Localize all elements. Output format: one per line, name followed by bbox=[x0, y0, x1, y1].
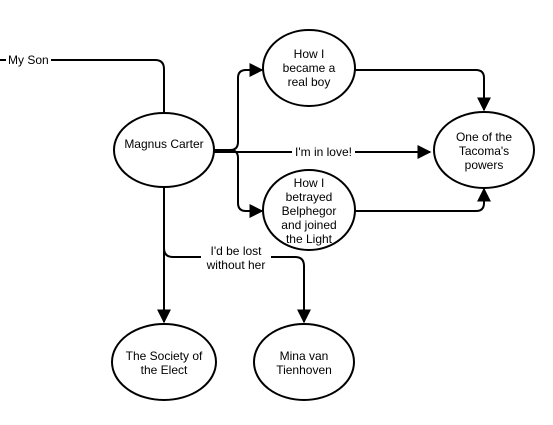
node-betrayed[interactable] bbox=[262, 169, 356, 251]
node-tacoma-line-2: Tacoma's bbox=[458, 144, 510, 158]
edge-label-my-son: My Son bbox=[6, 53, 51, 67]
node-magnus-label-text: Magnus Carter bbox=[124, 137, 204, 151]
edge-label-lost-line-1: I'd be lost bbox=[210, 244, 262, 258]
node-real-boy-line-3: real boy bbox=[287, 75, 331, 89]
edge-magnus-realboy bbox=[213, 63, 264, 151]
node-mina[interactable] bbox=[253, 323, 355, 401]
node-betrayed-line-5: the Light bbox=[285, 232, 333, 246]
node-real-boy-label: How I became a real boy bbox=[263, 47, 355, 89]
node-betrayed-label: How I betrayed Belphegor and joined the … bbox=[263, 176, 355, 246]
edge-label-lost: I'd be lost without her bbox=[201, 244, 271, 272]
node-betrayed-line-3: Belphegor bbox=[281, 204, 337, 218]
node-tacoma-line-3: powers bbox=[464, 158, 504, 172]
edge-my-son bbox=[0, 59, 165, 115]
edge-label-my-son-text: My Son bbox=[8, 53, 49, 67]
node-mina-label: Mina van Tienhoven bbox=[254, 349, 354, 377]
node-real-boy[interactable] bbox=[262, 29, 356, 107]
node-mina-line-1: Mina van bbox=[279, 349, 329, 363]
node-betrayed-line-4: and joined bbox=[281, 218, 337, 232]
node-magnus-carter[interactable] bbox=[113, 112, 215, 188]
node-magnus-label: Magnus Carter bbox=[114, 137, 214, 151]
node-tacoma-line-1: One of the bbox=[455, 130, 513, 144]
edge-magnus-betrayed bbox=[213, 149, 264, 218]
node-betrayed-line-1: How I bbox=[293, 176, 325, 190]
node-tacoma-powers[interactable] bbox=[433, 111, 535, 189]
node-society-line-1: The Society of bbox=[125, 349, 203, 363]
node-betrayed-line-2: betrayed bbox=[285, 190, 333, 204]
node-society-line-2: the Elect bbox=[140, 363, 188, 377]
node-real-boy-line-2: became a bbox=[282, 61, 336, 75]
edge-label-lost-line-2: without her bbox=[206, 258, 266, 272]
edge-label-in-love: I'm in love! bbox=[292, 145, 355, 159]
node-tacoma-label: One of the Tacoma's powers bbox=[434, 130, 534, 172]
node-mina-line-2: Tienhoven bbox=[276, 363, 332, 377]
node-society-elect[interactable] bbox=[111, 323, 217, 401]
node-society-label: The Society of the Elect bbox=[112, 349, 216, 377]
edge-realboy-tacoma bbox=[355, 69, 491, 112]
node-real-boy-line-1: How I bbox=[293, 47, 325, 61]
edge-betrayed-tacoma bbox=[355, 187, 491, 212]
edge-label-in-love-text: I'm in love! bbox=[295, 145, 352, 159]
